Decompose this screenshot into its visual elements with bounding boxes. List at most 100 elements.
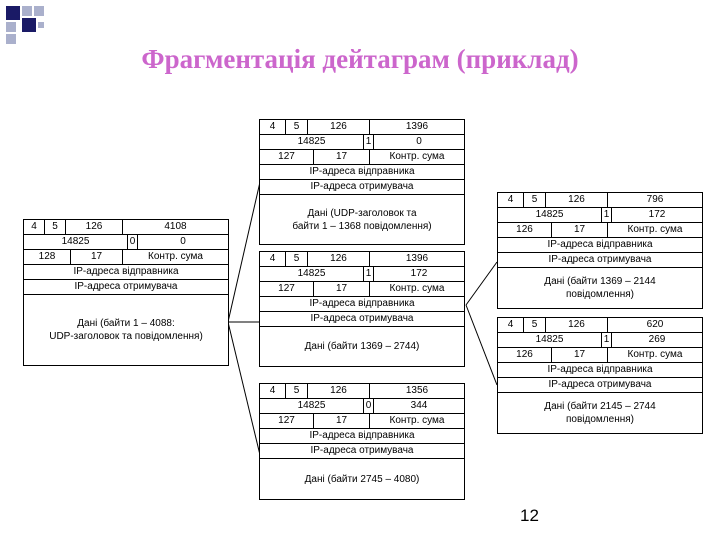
payload-line: Дані (байти 1369 – 2144 (544, 276, 656, 287)
length-cell: 620 (646, 319, 664, 330)
checksum-cell: Контр. сума (389, 283, 445, 294)
ihl-cell: 5 (524, 318, 546, 332)
ttl-cell: 127 (260, 414, 314, 428)
payload-cell: Дані (байти 1 – 4088: UDP-заголовок та п… (24, 295, 228, 365)
fragment-3: 4 5 126 1356 14825 0 344 127 17 Контр. с… (259, 383, 465, 500)
version-cell: 4 (498, 193, 524, 207)
ihl-cell: 5 (45, 220, 66, 234)
connector-line (465, 261, 498, 306)
checksum-cell: Контр. сума (389, 151, 445, 162)
connector-line (227, 321, 261, 456)
payload-line: Дані (байти 1369 – 2744) (304, 341, 420, 352)
protocol-cell: 17 (71, 250, 123, 264)
id-cell: 14825 (260, 135, 364, 149)
length-cell: 1396 (405, 121, 429, 132)
payload-line: байти 1 – 1368 повідомлення) (292, 220, 432, 232)
protocol-cell: 17 (552, 348, 608, 362)
ihl-cell: 5 (286, 252, 308, 266)
dst-address-cell: IP-адреса отримувача (310, 181, 414, 192)
flag-cell: 1 (602, 208, 612, 222)
ihl-cell: 5 (286, 120, 308, 134)
ttl-cell: 128 (24, 250, 71, 264)
id-cell: 14825 (260, 399, 364, 413)
checksum-cell: Контр. сума (389, 415, 445, 426)
version-cell: 4 (260, 120, 286, 134)
subfragment-1: 4 5 126 796 14825 1 172 126 17 Контр. су… (497, 192, 703, 309)
offset-cell: 172 (648, 209, 666, 220)
payload-line: Дані (байти 2145 – 2744 (544, 401, 656, 412)
protocol-cell: 17 (314, 414, 370, 428)
ttl-cell: 126 (498, 348, 552, 362)
page-number: 12 (520, 506, 539, 525)
src-address-cell: IP-адреса відправника (309, 166, 415, 177)
dst-address-cell: IP-адреса отримувача (548, 254, 652, 265)
id-cell: 14825 (498, 333, 602, 347)
flag-cell: 1 (364, 267, 374, 281)
subfragment-2: 4 5 126 620 14825 1 269 126 17 Контр. су… (497, 317, 703, 434)
protocol-cell: 17 (552, 223, 608, 237)
length-cell: 1396 (405, 253, 429, 264)
payload-line: повідомлення) (566, 289, 634, 300)
tos-cell: 126 (66, 220, 123, 234)
version-cell: 4 (24, 220, 45, 234)
src-address-cell: IP-адреса відправника (309, 430, 415, 441)
src-address-cell: IP-адреса відправника (73, 266, 179, 277)
id-cell: 14825 (260, 267, 364, 281)
page-title: Фрагментація дейтаграм (приклад) (141, 44, 579, 74)
fragment-1: 4 5 126 1396 14825 1 0 127 17 Контр. сум… (259, 119, 465, 245)
payload-line: Дані (байти 1 – 4088: (77, 318, 175, 329)
decorative-squares (6, 6, 46, 46)
tos-cell: 126 (546, 193, 608, 207)
payload-cell: Дані (байти 1369 – 2144 повідомлення) (498, 268, 702, 308)
fragment-2: 4 5 126 1396 14825 1 172 127 17 Контр. с… (259, 251, 465, 367)
connector-line (227, 181, 261, 323)
original-datagram: 4 5 126 4108 14825 0 0 128 17 Контр. сум… (23, 219, 229, 366)
payload-cell: Дані (байти 2145 – 2744 повідомлення) (498, 393, 702, 433)
id-cell: 14825 (24, 235, 128, 249)
dst-address-cell: IP-адреса отримувача (310, 313, 414, 324)
checksum-cell: Контр. сума (627, 349, 683, 360)
tos-cell: 126 (308, 120, 370, 134)
version-cell: 4 (260, 252, 286, 266)
payload-line: UDP-заголовок та повідомлення) (49, 331, 203, 342)
payload-line: Дані (UDP-заголовок та (307, 207, 417, 219)
payload-cell: Дані (UDP-заголовок та байти 1 – 1368 по… (260, 195, 464, 244)
version-cell: 4 (498, 318, 524, 332)
dst-address-cell: IP-адреса отримувача (310, 445, 414, 456)
offset-cell: 269 (648, 334, 666, 345)
flag-cell: 0 (128, 235, 138, 249)
protocol-cell: 17 (314, 282, 370, 296)
id-cell: 14825 (498, 208, 602, 222)
dst-address-cell: IP-адреса отримувача (74, 281, 178, 292)
flag-cell: 1 (602, 333, 612, 347)
tos-cell: 126 (546, 318, 608, 332)
ihl-cell: 5 (286, 384, 308, 398)
length-cell: 1356 (405, 385, 429, 396)
ihl-cell: 5 (524, 193, 546, 207)
offset-cell: 172 (410, 268, 428, 279)
length-cell: 796 (646, 194, 664, 205)
ttl-cell: 126 (498, 223, 552, 237)
ttl-cell: 127 (260, 282, 314, 296)
payload-line: Дані (байти 2745 – 4080) (304, 473, 420, 485)
length-cell: 4108 (164, 221, 187, 232)
flag-cell: 1 (364, 135, 374, 149)
payload-line: повідомлення) (566, 414, 634, 425)
src-address-cell: IP-адреса відправника (547, 239, 653, 250)
checksum-cell: Контр. сума (148, 251, 203, 262)
protocol-cell: 17 (314, 150, 370, 164)
dst-address-cell: IP-адреса отримувача (548, 379, 652, 390)
flag-cell: 0 (364, 399, 374, 413)
version-cell: 4 (260, 384, 286, 398)
src-address-cell: IP-адреса відправника (547, 364, 653, 375)
connector-line (465, 304, 498, 386)
ttl-cell: 127 (260, 150, 314, 164)
offset-cell: 0 (180, 236, 186, 247)
payload-cell: Дані (байти 2745 – 4080) (260, 459, 464, 499)
offset-cell: 344 (410, 400, 428, 411)
tos-cell: 126 (308, 252, 370, 266)
offset-cell: 0 (416, 136, 422, 147)
src-address-cell: IP-адреса відправника (309, 298, 415, 309)
payload-cell: Дані (байти 1369 – 2744) (260, 327, 464, 366)
